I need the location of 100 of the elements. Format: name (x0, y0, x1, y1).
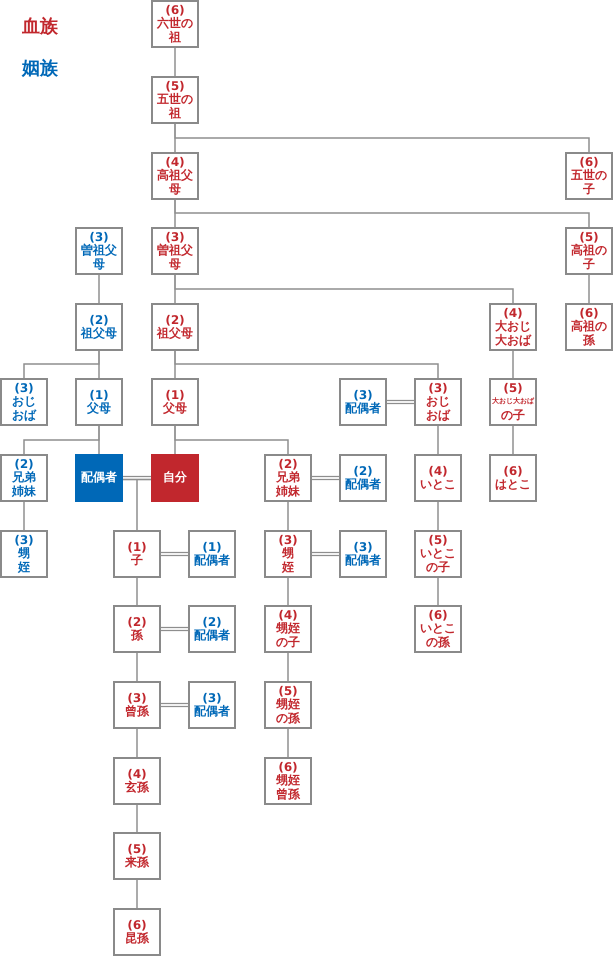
relative-box (414, 378, 462, 426)
relation-name: 曽祖父母 (80, 244, 118, 272)
relation-name: 配偶者 (345, 402, 381, 416)
relative-box (264, 530, 312, 578)
relative-box (339, 454, 387, 502)
degree-number: (3) (353, 540, 373, 554)
degree-number: (3) (89, 230, 109, 244)
degree-number: (6) (278, 760, 298, 774)
relative-box (414, 605, 462, 653)
relation-name: 昆孫 (125, 932, 149, 946)
degree-number: (5) (165, 80, 185, 93)
filled-box (151, 454, 199, 502)
double-line (160, 626, 189, 632)
degree-number: (3) (127, 692, 147, 704)
relation-name: 自分 (163, 471, 187, 485)
connector-line (174, 426, 289, 454)
relative-box (113, 908, 161, 956)
degree-number: (1) (127, 540, 147, 554)
relative-box (113, 605, 161, 653)
connector-line (287, 653, 289, 681)
relation-name: 父母 (87, 402, 111, 416)
degree-number: (6) (428, 608, 448, 622)
degree-number: (3) (14, 534, 34, 547)
relation-name: いとこの孫 (420, 622, 456, 650)
degree-number: (5) (127, 842, 147, 856)
connector-line (122, 478, 152, 531)
relative-box (151, 378, 199, 426)
relation-name: 孫 (131, 629, 143, 642)
relation-name: 甥姪曾孫 (276, 774, 300, 802)
relative-box (0, 454, 48, 502)
relative-box (151, 76, 199, 124)
degree-number: (4) (127, 768, 147, 780)
connector-line (437, 578, 439, 605)
relation-name: 甥姪 (18, 547, 30, 574)
degree-number: (1) (89, 388, 109, 402)
relation-name: おじおば (426, 395, 450, 422)
relation-name: 父母 (163, 402, 187, 416)
double-line (160, 552, 189, 556)
connector-line (437, 426, 439, 454)
connector-line (136, 578, 138, 605)
degree-number: (5) (428, 534, 448, 548)
connector-line (136, 880, 138, 908)
relation-name: おじおば (12, 395, 36, 422)
relative-box (414, 530, 462, 578)
relative-box (339, 530, 387, 578)
degree-number: (2) (14, 458, 34, 471)
degree-number: (1) (202, 540, 222, 554)
relative-box (75, 378, 123, 426)
double-line (160, 702, 189, 708)
relation-name: 祖父母 (157, 327, 193, 340)
degree-number: (3) (165, 230, 185, 244)
degree-number: (2) (89, 314, 109, 326)
relation-name: 高祖父母 (156, 169, 194, 196)
relation-name: 兄弟姉妹 (276, 471, 300, 498)
relation-name: 五世の子 (570, 169, 608, 196)
degree-number: (3) (278, 534, 298, 547)
relation-name: 配偶者 (194, 554, 230, 568)
degree-number: (4) (278, 608, 298, 622)
relative-box (264, 681, 312, 729)
degree-number: (6) (165, 4, 185, 17)
relative-box (188, 605, 236, 653)
relative-box (188, 681, 236, 729)
relative-box (489, 303, 537, 351)
filled-box (75, 454, 123, 502)
relative-box (113, 832, 161, 880)
relation-name: 配偶者 (345, 554, 381, 568)
double-line (386, 400, 415, 404)
degree-number: (2) (165, 314, 185, 326)
relation-name: いとこ (420, 478, 456, 492)
degree-number: (1) (165, 388, 185, 402)
relative-box (339, 378, 387, 426)
connector-line (174, 124, 590, 152)
relation-name: 大おじ大おば (494, 320, 532, 348)
relative-box (113, 681, 161, 729)
relation-name: 来孫 (125, 856, 149, 870)
relation-name: 甥姪 (282, 547, 294, 574)
connector-line (98, 426, 100, 454)
relative-box (151, 0, 199, 48)
relative-box (151, 303, 199, 351)
connector-line (287, 729, 289, 757)
relation-name: 曽祖父母 (156, 244, 194, 272)
degree-number: (6) (503, 464, 523, 478)
connector-line (174, 200, 590, 227)
relation-name: 配偶者 (81, 471, 117, 485)
degree-number: (4) (165, 156, 185, 169)
relation-name: 五世の祖 (156, 93, 194, 120)
relative-box (0, 530, 48, 578)
connector-line (23, 502, 25, 530)
relation-name: 兄弟姉妹 (12, 471, 36, 498)
relation-name: いとこの子 (420, 547, 456, 574)
connector-line (287, 578, 289, 605)
connector-line (437, 502, 439, 530)
degree-number: (5) (278, 684, 298, 698)
double-line (311, 552, 340, 556)
relative-box (565, 227, 613, 275)
relative-box (489, 454, 537, 502)
degree-number: (4) (503, 306, 523, 320)
relative-box (264, 605, 312, 653)
relation-name: 曾孫 (125, 705, 149, 718)
connector-line (512, 351, 514, 378)
